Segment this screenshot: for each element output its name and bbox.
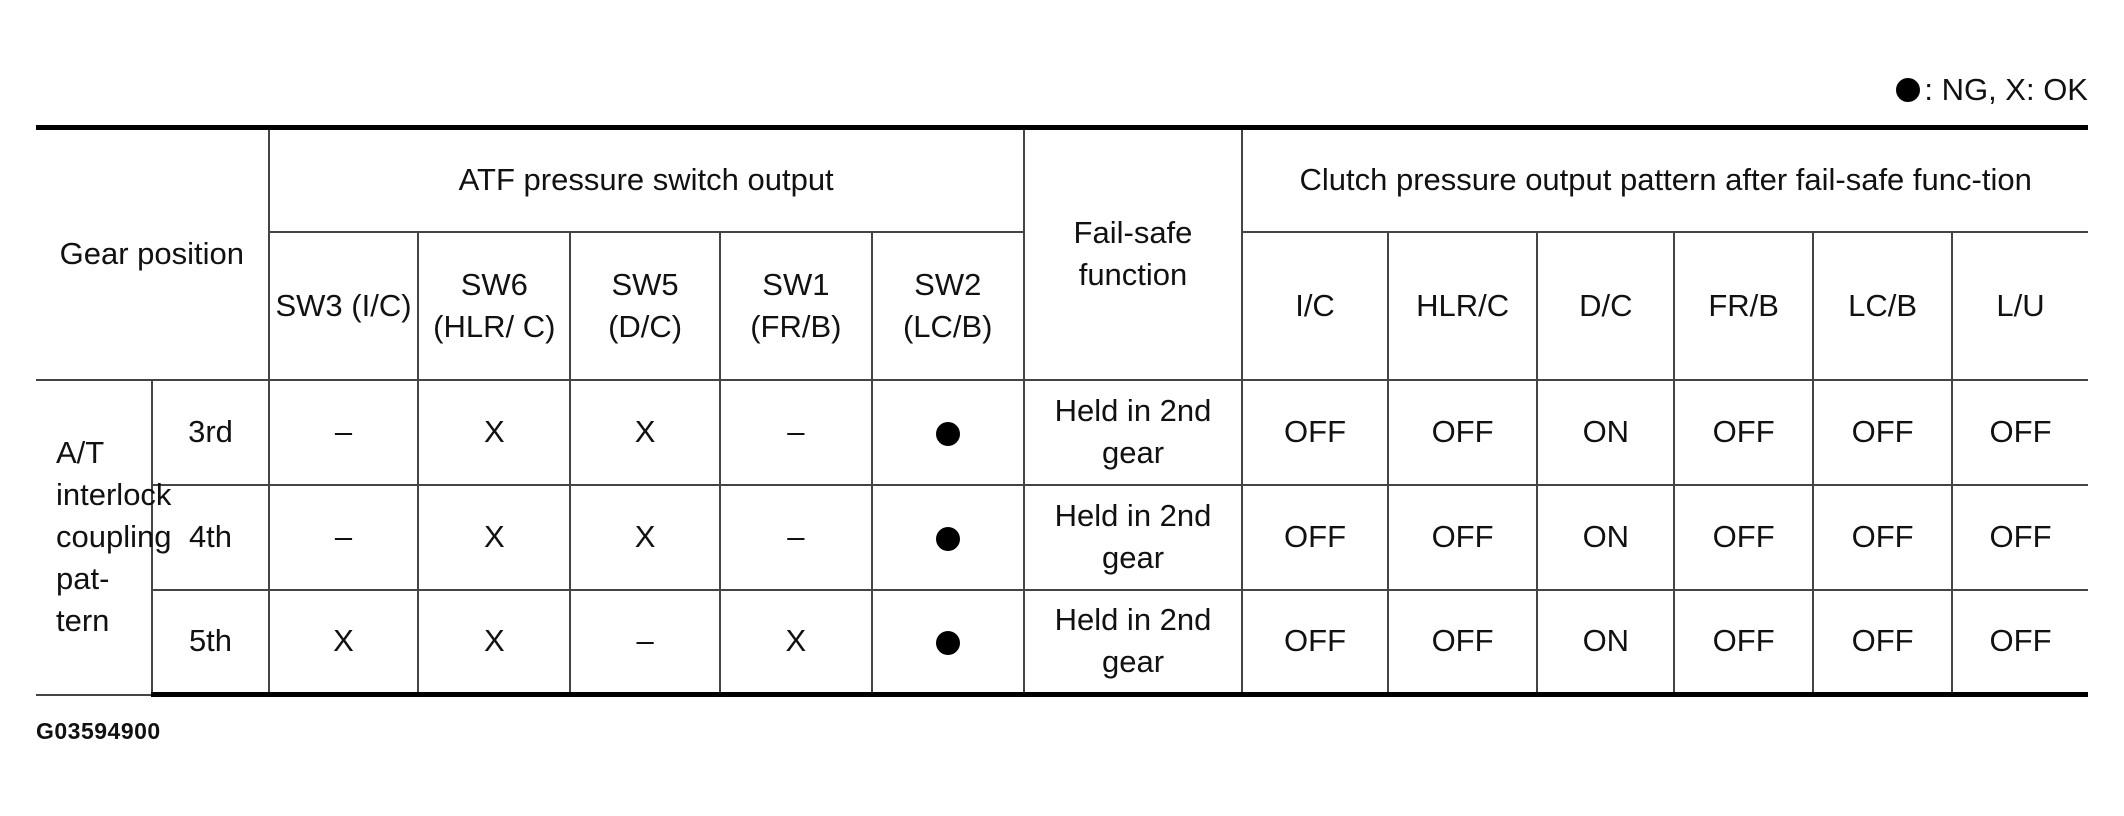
clutch-cell: OFF <box>1386 378 1539 486</box>
switch-cell: – <box>267 483 420 591</box>
switch-cell <box>870 483 1025 591</box>
filled-circle-icon <box>1896 78 1921 102</box>
switch-cell: X <box>569 378 721 486</box>
failsafe-table: Gear position ATF pressure switch output… <box>36 125 2088 697</box>
filled-circle-icon <box>935 526 960 551</box>
clutch-cell: OFF <box>1812 378 1954 486</box>
clutch-cell: OFF <box>1951 378 2088 486</box>
table-row: 5th X X – X Held in 2nd gear OFF OFF ON … <box>36 588 2088 697</box>
figure-id: G03594900 <box>36 718 161 744</box>
switch-header: SW1 (FR/B) <box>718 230 873 381</box>
clutch-header: L/U <box>1951 230 2088 381</box>
clutch-header: HLR/C <box>1386 230 1539 381</box>
clutch-cell: OFF <box>1386 588 1539 697</box>
gear-cell: 4th <box>152 483 270 591</box>
clutch-cell: OFF <box>1241 483 1389 591</box>
clutch-cell: ON <box>1536 483 1676 591</box>
clutch-cell: OFF <box>1673 483 1815 591</box>
clutch-cell: ON <box>1536 588 1676 697</box>
switch-cell: – <box>569 588 721 697</box>
gear-cell: 3rd <box>151 378 270 486</box>
failsafe-cell: Held in 2nd gear <box>1022 588 1244 697</box>
clutch-cell: ON <box>1536 378 1676 486</box>
clutch-cell: OFF <box>1241 588 1389 697</box>
clutch-cell: OFF <box>1673 378 1815 486</box>
clutch-pattern-header: Clutch pressure output pattern after fai… <box>1241 125 2088 233</box>
clutch-cell: OFF <box>1951 483 2088 591</box>
legend: : NG, X: OK <box>1896 70 2088 110</box>
switch-cell: – <box>718 378 873 486</box>
failsafe-cell: Held in 2nd gear <box>1022 378 1244 486</box>
interlock-group-label: A/T interlock coupling pat-tern <box>36 378 171 696</box>
table-row: 4th – X X – Held in 2nd gear OFF OFF ON … <box>36 483 2088 591</box>
switch-cell: – <box>718 483 873 591</box>
switch-cell: X <box>718 588 873 697</box>
switch-cell: X <box>417 483 572 591</box>
failsafe-cell: Held in 2nd gear <box>1022 483 1244 591</box>
clutch-cell: OFF <box>1241 378 1389 486</box>
clutch-header: I/C <box>1241 230 1389 381</box>
atf-switch-header: ATF pressure switch output <box>267 125 1025 233</box>
header-row-1: Gear position ATF pressure switch output… <box>36 125 2088 381</box>
clutch-cell: OFF <box>1673 588 1815 697</box>
filled-circle-icon <box>935 631 960 656</box>
switch-cell: X <box>417 378 572 486</box>
clutch-cell: OFF <box>1386 483 1539 591</box>
table-row: A/T interlock coupling pat-tern 3rd – X … <box>36 378 2088 696</box>
switch-cell <box>870 588 1025 697</box>
clutch-header: LC/B <box>1812 230 1954 381</box>
switch-cell <box>870 378 1025 486</box>
clutch-header: D/C <box>1536 230 1676 381</box>
clutch-header: FR/B <box>1673 230 1815 381</box>
failsafe-header: Fail-safe function <box>1022 125 1244 381</box>
switch-cell: X <box>569 483 721 591</box>
gear-position-header: Gear position <box>36 125 270 381</box>
clutch-cell: OFF <box>1951 588 2088 697</box>
gear-cell: 5th <box>152 588 270 697</box>
switch-cell: X <box>417 588 572 697</box>
clutch-cell: OFF <box>1812 483 1954 591</box>
filled-circle-icon <box>935 421 960 446</box>
switch-cell: – <box>267 378 420 486</box>
clutch-cell: OFF <box>1812 588 1954 697</box>
switch-cell: X <box>267 588 420 697</box>
header-row-2: SW3 (I/C) SW6 (HLR/ C) SW5 (D/C) SW1 (FR… <box>36 230 2088 381</box>
switch-header: SW2 (LC/B) <box>870 230 1025 381</box>
switch-header: SW6 (HLR/ C) <box>417 230 572 381</box>
legend-text: : NG, X: OK <box>1924 72 2088 107</box>
switch-header: SW3 (I/C) <box>268 230 420 381</box>
switch-header: SW5 (D/C) <box>569 230 721 381</box>
